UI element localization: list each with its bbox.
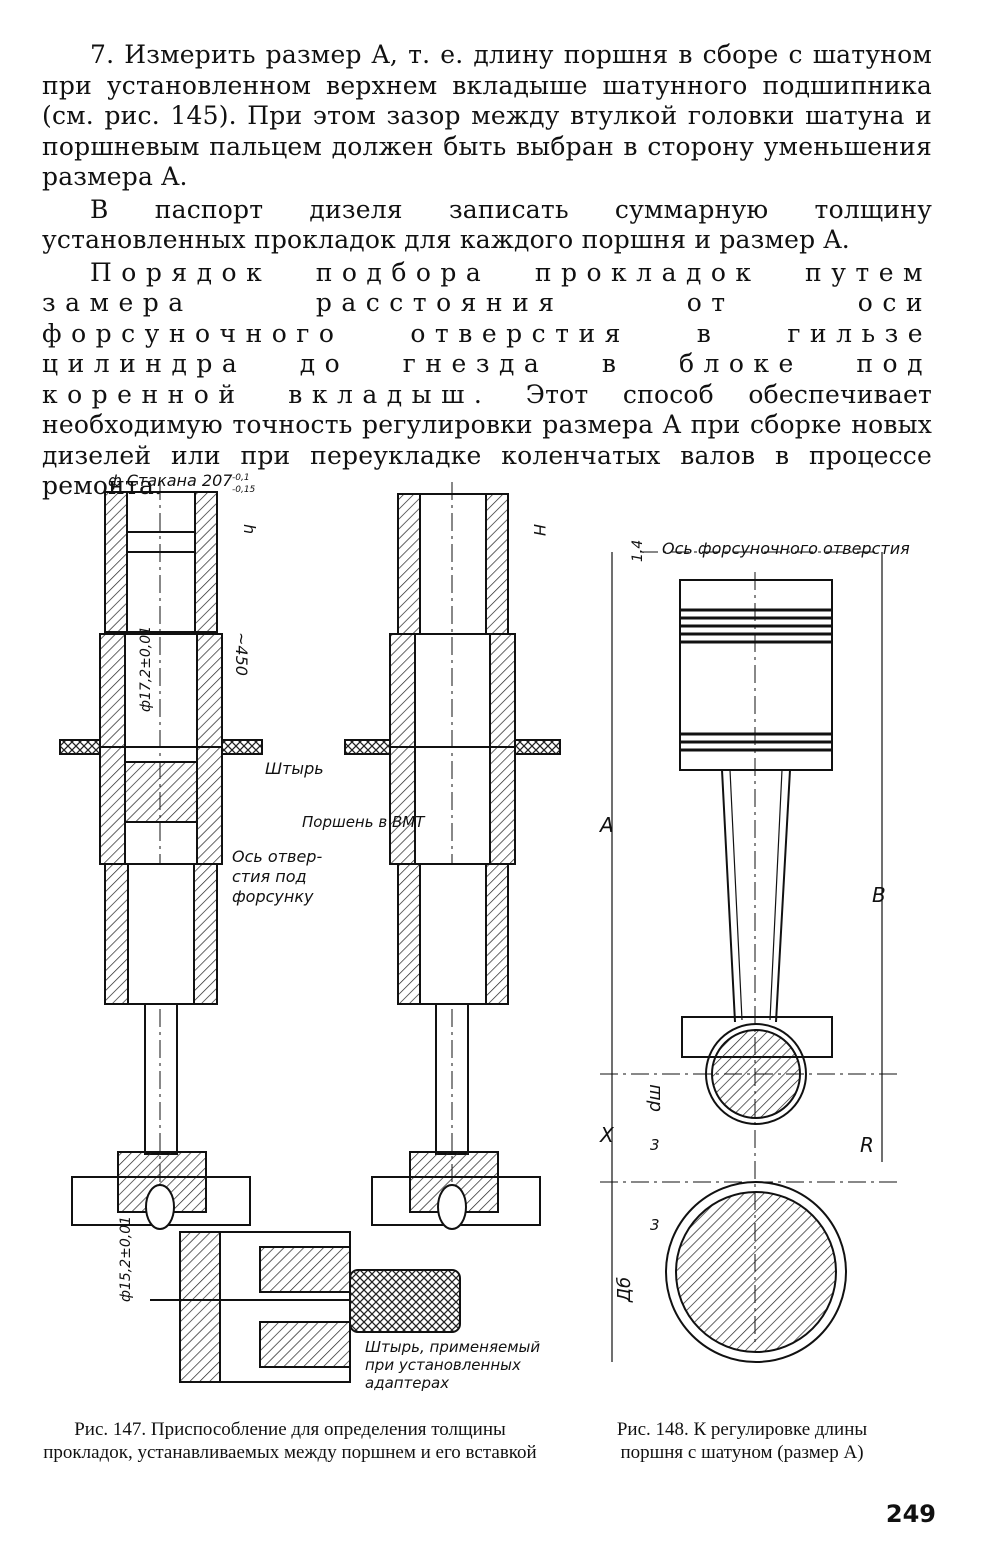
tol-stakan-bottom: -0,15: [232, 485, 256, 495]
paragraph-3-rest: Этот способ обеспечивает необходимую точ…: [42, 379, 932, 501]
page-number: 249: [885, 1500, 936, 1528]
label-adapter-1: Штырь, применяемый: [365, 1338, 540, 1356]
label-3a: 3: [650, 1136, 660, 1154]
caption-fig148: Рис. 148. К регулировке длины поршня с ш…: [616, 1419, 868, 1463]
paragraph-3: Порядок подбора прокладок путем замера р…: [42, 258, 932, 502]
label-os-line1: Ось отвер-: [232, 847, 322, 866]
label-3b: 3: [650, 1216, 660, 1234]
label-450: ~450: [232, 632, 251, 676]
technical-drawings: ф Стакана 207 -0,1 -0,15 h ~450 ф17,2±0,…: [59, 471, 910, 1392]
label-os-forsunka: Ось форсуночного отверстия: [662, 539, 910, 558]
label-1-4: 1,4: [630, 540, 646, 562]
label-dia152: ф15,2±0,01: [118, 1216, 134, 1302]
paragraph-2: В паспорт дизеля записать суммарную толщ…: [42, 194, 932, 255]
label-dia172: ф17,2±0,01: [138, 626, 154, 712]
fig147-right-assembly: [344, 482, 561, 1230]
label-shtyr: Штырь: [265, 759, 324, 778]
figures: ф Стакана 207 -0,1 -0,15 h ~450 ф17,2±0,…: [0, 462, 986, 1422]
spaced-heading: Порядок подбора прокладок путем замера р…: [42, 257, 932, 409]
label-A: A: [598, 813, 614, 837]
label-os-line2: стия под: [232, 867, 307, 886]
label-stakan: ф Стакана 207: [108, 471, 233, 490]
label-dsh: dш: [644, 1084, 665, 1112]
body-text: 7. Измерить размер A, т. е. длину поршня…: [42, 40, 932, 504]
label-X: X: [599, 1123, 615, 1147]
label-B: B: [872, 883, 886, 907]
label-porshen: Поршень в ВМТ: [302, 813, 426, 831]
label-os-line3: форсунку: [232, 887, 314, 906]
label-adapter-3: адаптерах: [365, 1374, 449, 1392]
paragraph-1: 7. Измерить размер A, т. е. длину поршня…: [42, 40, 932, 191]
fig147-labels: ф Стакана 207 -0,1 -0,15 h ~450 ф17,2±0,…: [108, 471, 549, 1392]
fig148-drawing: [600, 551, 900, 1363]
label-Db: Дб: [614, 1277, 635, 1303]
label-H: H: [530, 524, 549, 536]
label-h: h: [240, 524, 259, 534]
label-adapter-2: при установленных: [365, 1356, 521, 1374]
tol-stakan-top: -0,1: [232, 473, 250, 483]
fig148-labels: 1,4 Ось форсуночного отверстия A B X dш …: [598, 539, 910, 1303]
label-R: R: [860, 1133, 874, 1157]
caption-fig147: Рис. 147. Приспособление для определения…: [43, 1419, 537, 1463]
fig147-left-assembly: [59, 482, 461, 1383]
